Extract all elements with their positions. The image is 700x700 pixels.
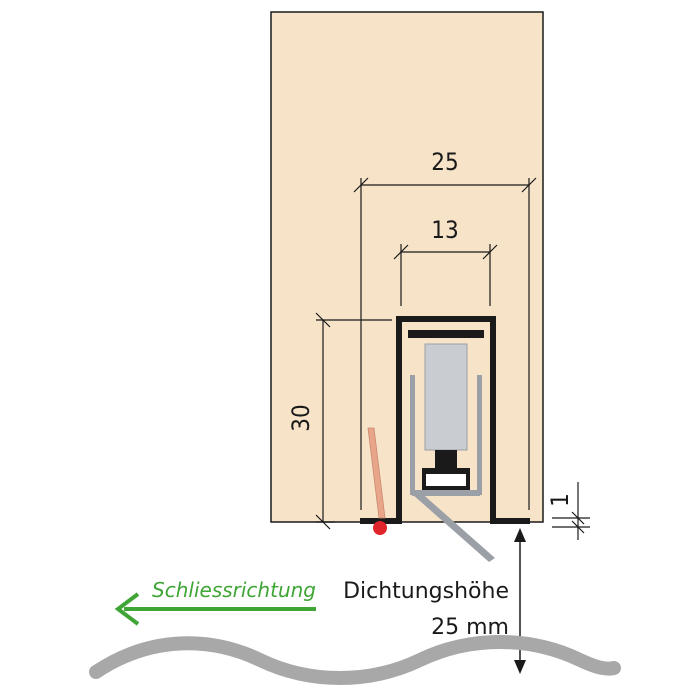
dimension-1-label: 1 (546, 493, 574, 507)
dimension-30 (315, 312, 392, 530)
seal-height-label: Dichtungshöhe (343, 579, 509, 604)
arrow-left-icon (114, 592, 316, 626)
dimension-25 (353, 177, 537, 510)
red-dot (373, 521, 387, 535)
floor (89, 635, 621, 685)
seal-lip (412, 490, 495, 562)
dimension-25-label: 25 (431, 148, 458, 176)
dimension-13-label: 13 (431, 216, 458, 244)
dimension-1 (552, 482, 590, 540)
seal-block (424, 343, 468, 451)
dimension-13 (393, 244, 498, 306)
dimension-30-label: 30 (287, 404, 315, 431)
mounting-pin (367, 427, 386, 519)
closing-direction-label: Schliessrichtung (152, 578, 316, 602)
seal-height-arrow (514, 528, 526, 674)
seal-profile (360, 316, 530, 562)
